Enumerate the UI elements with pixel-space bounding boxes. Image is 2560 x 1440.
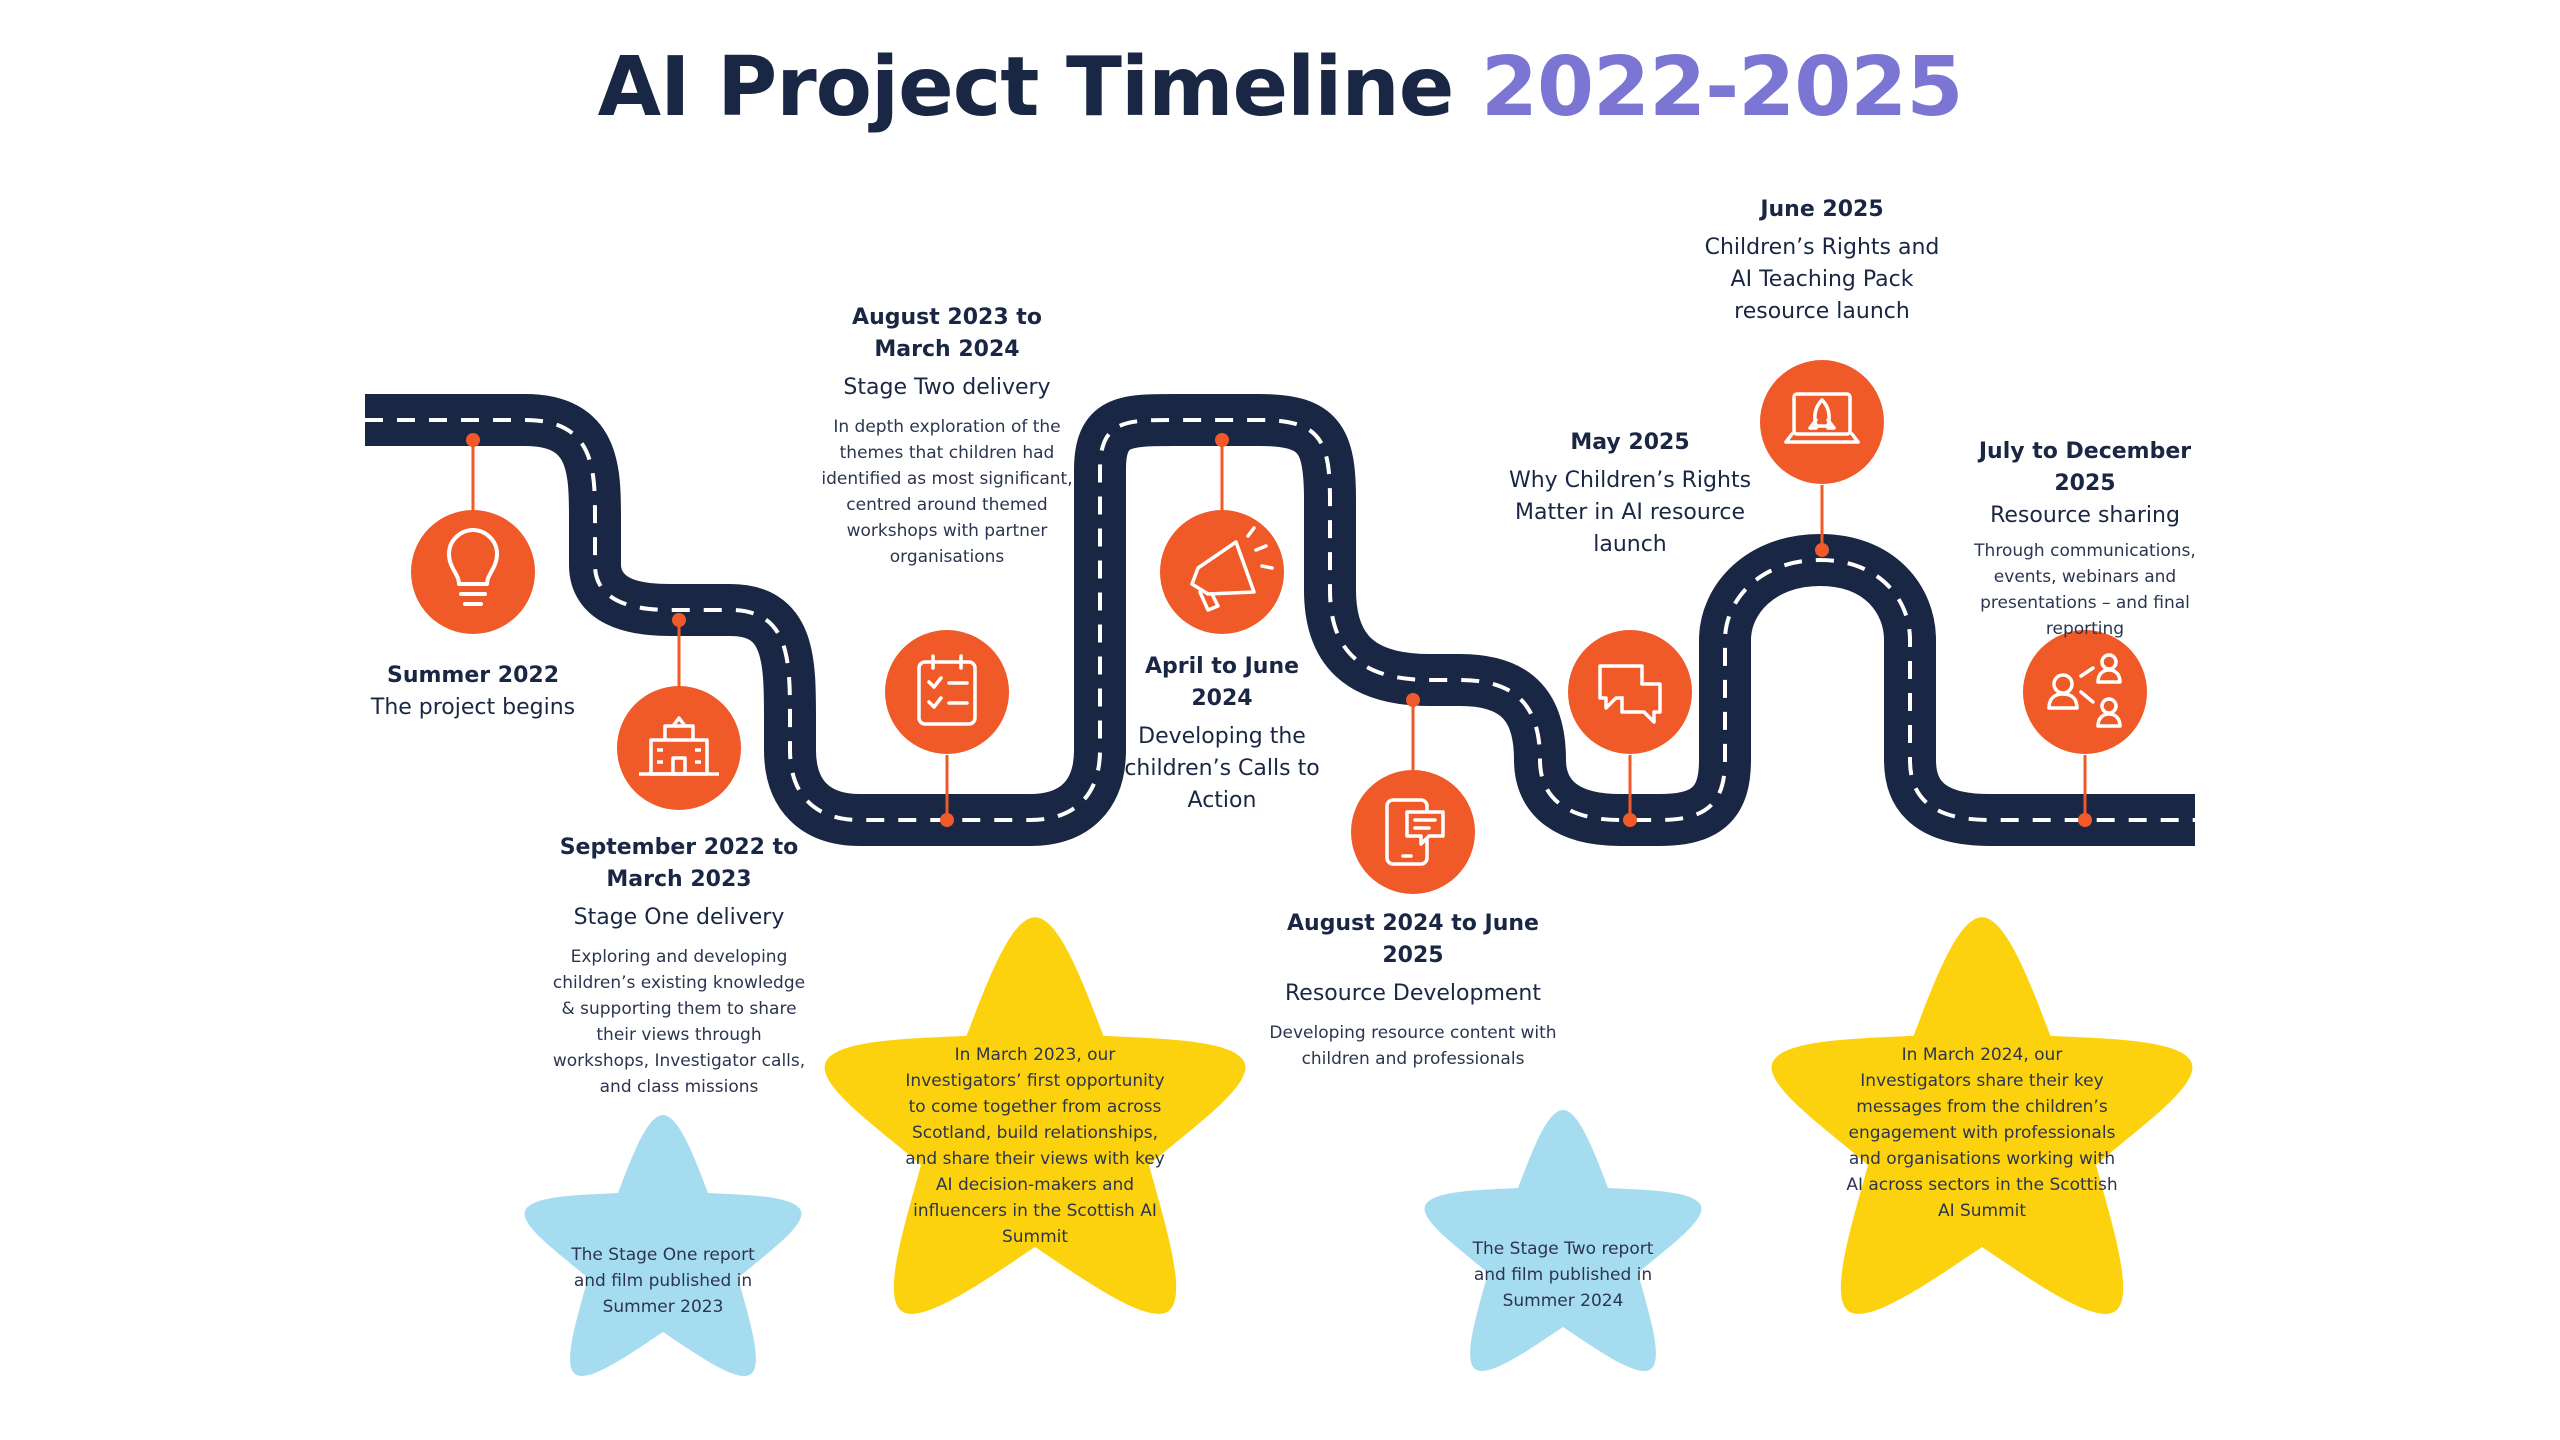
milestone-4: April to June 2024 Developing the childr…: [1117, 651, 1327, 817]
milestone-8-title: July to December 2025: [1978, 439, 2192, 496]
milestone-7: June 2025 Children’s Rights and AI Teach…: [1692, 194, 1952, 328]
star-text-4: In March 2024, our Investigators share t…: [1846, 1045, 2118, 1221]
dot-6: [1623, 813, 1637, 827]
dot-4: [1215, 433, 1229, 447]
chat-bubbles-icon: [1568, 630, 1692, 754]
lightbulb-icon: [411, 510, 535, 634]
milestone-2-title: September 2022 to March 2023: [559, 835, 799, 892]
connector-dots: [466, 433, 2092, 827]
milestone-1-title: Summer 2022: [386, 663, 559, 688]
milestone-3-description: In depth exploration of the themes that …: [821, 417, 1073, 567]
people-sharing-icon: [2023, 630, 2147, 754]
star-text-3: The Stage Two report and film published …: [1472, 1239, 1654, 1311]
connectors: [471, 440, 2087, 820]
dot-5: [1406, 693, 1420, 707]
milestone-7-title: June 2025: [1760, 197, 1884, 222]
milestone-3-subtitle: Stage Two delivery: [843, 375, 1051, 400]
dot-7: [1815, 543, 1829, 557]
star-text-1: The Stage One report and film published …: [571, 1245, 755, 1317]
megaphone-icon: [1160, 510, 1284, 634]
title-years: 2022-2025: [1480, 40, 1963, 135]
milestone-3: August 2023 to March 2024 Stage Two deli…: [817, 302, 1077, 570]
milestone-1-subtitle: The project begins: [370, 695, 576, 720]
milestone-3-title: August 2023 to March 2024: [852, 305, 1042, 362]
school-building-icon: [617, 686, 741, 810]
milestone-8-description: Through communications, events, webinars…: [1974, 541, 2196, 639]
milestone-8: July to December 2025 Resource sharing T…: [1952, 436, 2218, 642]
title-main: AI Project Timeline: [597, 40, 1455, 135]
milestone-8-subtitle: Resource sharing: [1990, 503, 2180, 528]
milestone-7-subtitle: Children’s Rights and AI Teaching Pack r…: [1704, 235, 1940, 324]
milestone-5-description: Developing resource content with childre…: [1269, 1023, 1557, 1069]
milestone-4-subtitle: Developing the children’s Calls to Actio…: [1124, 724, 1320, 813]
dot-1: [466, 433, 480, 447]
milestone-5-title: August 2024 to June 2025: [1287, 911, 1539, 968]
page-title: AI Project Timeline 2022-2025: [0, 40, 2560, 135]
milestone-2-subtitle: Stage One delivery: [573, 905, 785, 930]
milestone-5: August 2024 to June 2025 Resource Develo…: [1268, 908, 1558, 1072]
milestone-6-subtitle: Why Children’s Rights Matter in AI resou…: [1508, 468, 1752, 557]
laptop-rocket-icon: [1760, 360, 1884, 484]
milestone-6-title: May 2025: [1570, 430, 1690, 455]
milestone-2: September 2022 to March 2023 Stage One d…: [549, 832, 809, 1100]
dot-2: [672, 613, 686, 627]
tablet-icon: [1351, 770, 1475, 894]
milestone-5-subtitle: Resource Development: [1285, 981, 1541, 1006]
milestone-6: May 2025 Why Children’s Rights Matter in…: [1508, 427, 1752, 561]
checklist-icon: [885, 630, 1009, 754]
milestone-1: Summer 2022 The project begins: [343, 660, 603, 724]
dot-3: [940, 813, 954, 827]
star-text-2: In March 2023, our Investigators’ first …: [905, 1045, 1165, 1247]
milestone-4-title: April to June 2024: [1144, 654, 1300, 711]
dot-8: [2078, 813, 2092, 827]
milestone-2-description: Exploring and developing children’s exis…: [552, 947, 806, 1097]
